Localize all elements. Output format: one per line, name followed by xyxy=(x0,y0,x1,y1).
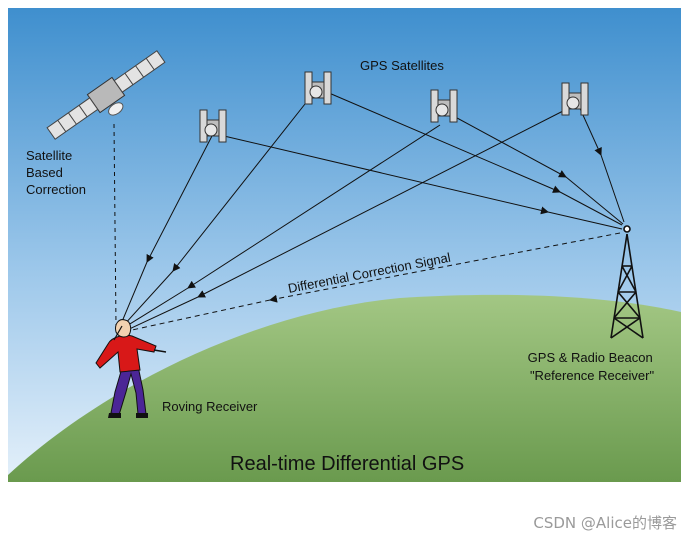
gps-satellites-label: GPS Satellites xyxy=(360,58,444,73)
diagram-title: Real-time Differential GPS xyxy=(230,453,464,475)
watermark-text: CSDN @Alice的博客 xyxy=(533,512,677,533)
roving-receiver-label: Roving Receiver xyxy=(162,399,258,414)
